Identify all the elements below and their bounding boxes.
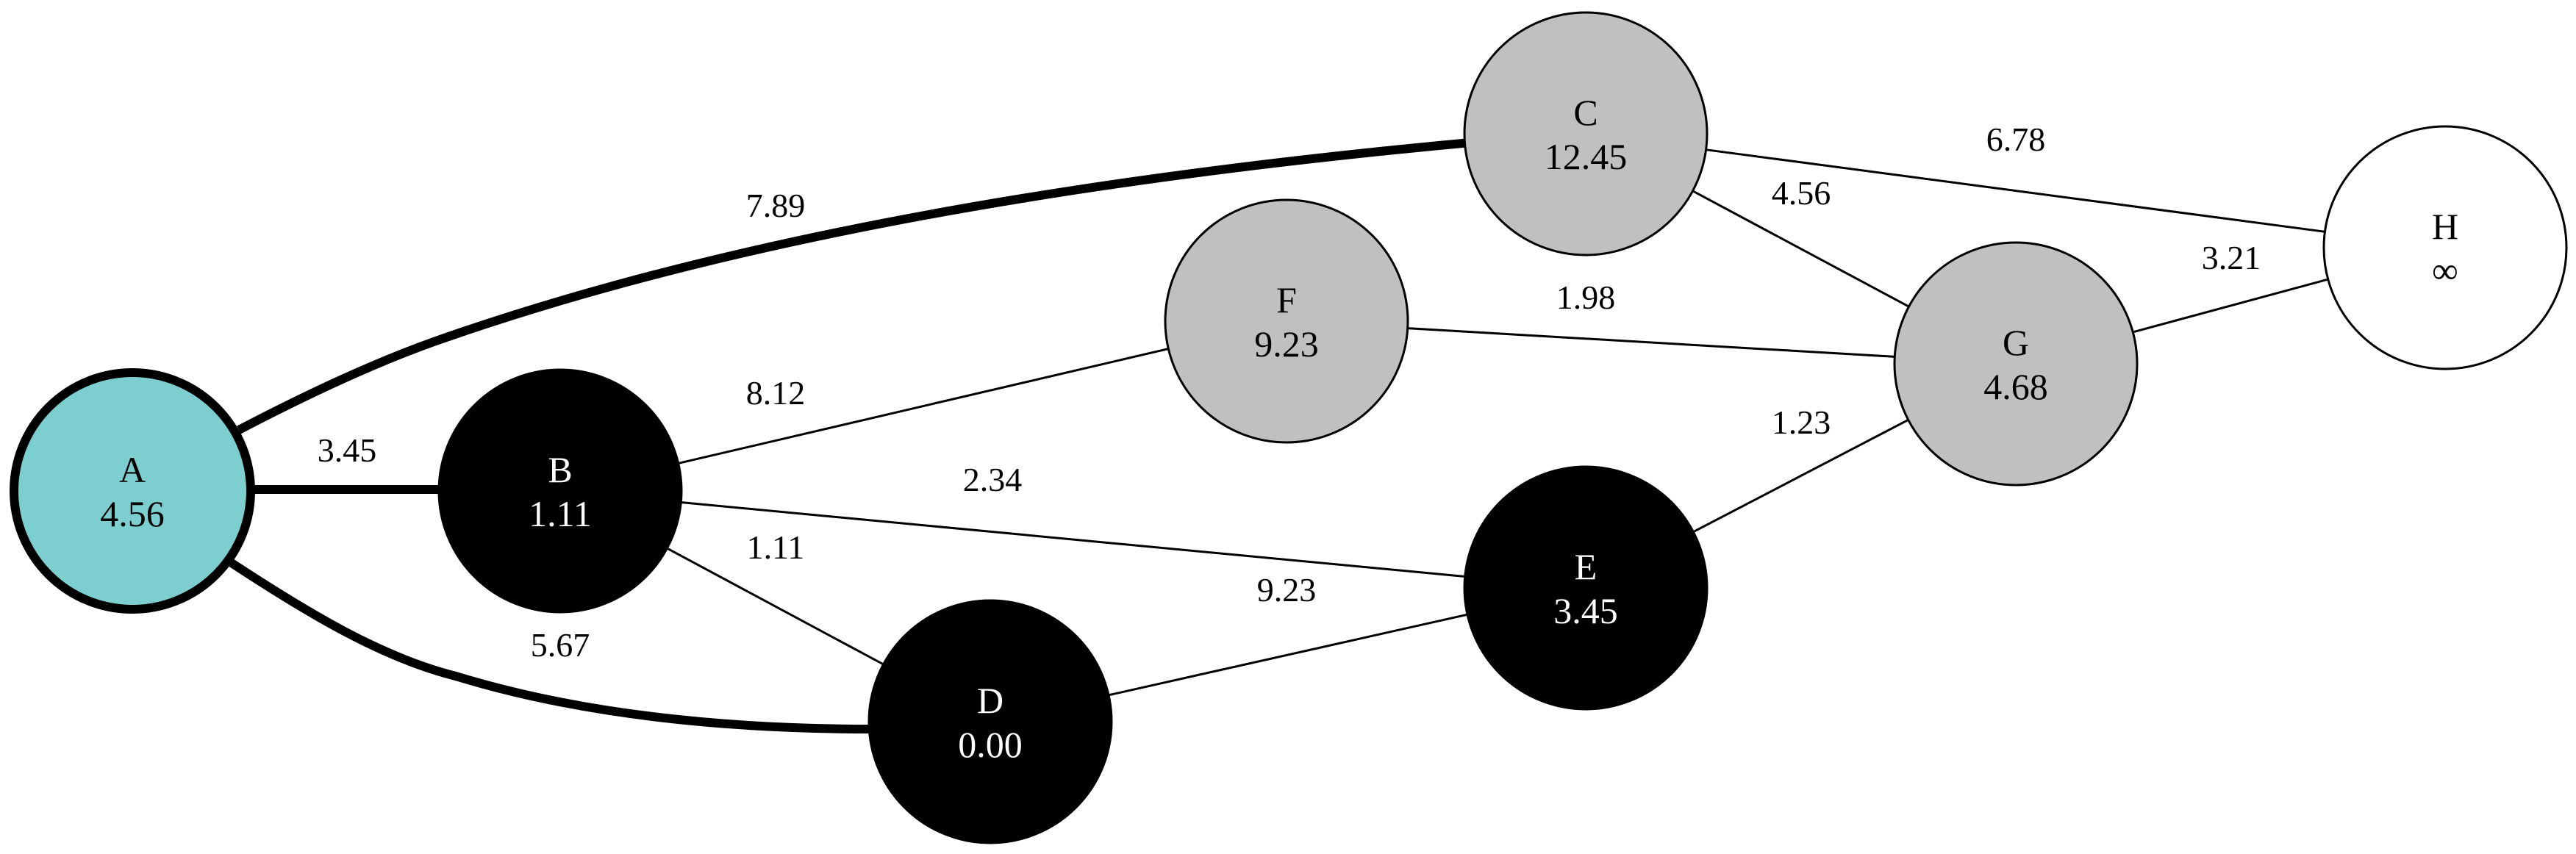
edge-c-g bbox=[1692, 190, 1910, 308]
edge-a-d bbox=[229, 559, 873, 733]
node-d: D0.00 bbox=[867, 599, 1113, 844]
node-label: F bbox=[1276, 279, 1297, 320]
edge-d-e bbox=[1108, 613, 1468, 697]
edge-b-d bbox=[666, 547, 884, 666]
edge-weight-a-c: 7.89 bbox=[746, 187, 806, 224]
edge-a-c bbox=[237, 138, 1471, 434]
node-circle bbox=[1164, 198, 1409, 444]
node-circle bbox=[10, 368, 255, 614]
node-circle bbox=[1893, 241, 2139, 487]
edge-weight-f-g: 1.98 bbox=[1556, 279, 1616, 316]
node-circle bbox=[2322, 125, 2568, 370]
edge-labels-layer: 3.45 7.89 5.67 8.12 2.34 1.11 9.23 1.98 4.56 6.78… bbox=[318, 121, 2261, 664]
node-label: C bbox=[1573, 92, 1598, 133]
node-b: B1.11 bbox=[437, 368, 683, 614]
node-distance: 0.00 bbox=[958, 724, 1023, 765]
node-distance: 9.23 bbox=[1254, 323, 1319, 365]
node-distance: ∞ bbox=[2432, 250, 2458, 291]
node-distance: 4.68 bbox=[1983, 366, 2048, 407]
node-circle bbox=[1463, 11, 1709, 256]
edge-weight-e-g: 1.23 bbox=[1772, 403, 1831, 441]
node-label: B bbox=[548, 449, 572, 490]
edge-b-e bbox=[681, 501, 1465, 578]
node-distance: 4.56 bbox=[100, 493, 165, 534]
edge-c-h bbox=[1706, 148, 2325, 233]
node-c: C12.45 bbox=[1463, 11, 1709, 256]
node-circle bbox=[437, 368, 683, 614]
node-circle bbox=[867, 599, 1113, 844]
node-label: H bbox=[2432, 206, 2458, 247]
node-label: A bbox=[119, 449, 146, 490]
node-distance: 1.11 bbox=[529, 493, 592, 534]
node-h: H∞ bbox=[2322, 125, 2568, 370]
edge-f-g bbox=[1407, 327, 1895, 358]
node-a: A4.56 bbox=[10, 368, 255, 614]
node-f: F9.23 bbox=[1164, 198, 1409, 444]
edge-g-h bbox=[2132, 278, 2329, 334]
edge-b-f bbox=[678, 348, 1169, 464]
node-label: E bbox=[1575, 546, 1598, 587]
edge-weight-c-h: 6.78 bbox=[1986, 121, 2046, 158]
node-g: G4.68 bbox=[1893, 241, 2139, 487]
edge-weight-b-e: 2.34 bbox=[963, 461, 1023, 498]
edge-weight-a-d: 5.67 bbox=[531, 626, 590, 664]
node-e: E3.45 bbox=[1463, 465, 1709, 711]
edge-weight-b-f: 8.12 bbox=[746, 374, 806, 412]
node-label: G bbox=[2003, 322, 2029, 363]
edge-weight-c-g: 4.56 bbox=[1772, 174, 1831, 212]
node-distance: 12.45 bbox=[1545, 136, 1628, 177]
edge-e-g bbox=[1692, 418, 1909, 534]
node-circle bbox=[1463, 465, 1709, 711]
edge-weight-g-h: 3.21 bbox=[2202, 239, 2261, 276]
edge-weight-b-d: 1.11 bbox=[747, 528, 805, 566]
edge-weight-a-b: 3.45 bbox=[318, 431, 377, 469]
edges-layer bbox=[229, 138, 2329, 733]
node-label: D bbox=[977, 680, 1003, 721]
edge-weight-d-e: 9.23 bbox=[1257, 571, 1317, 609]
node-distance: 3.45 bbox=[1553, 590, 1618, 631]
